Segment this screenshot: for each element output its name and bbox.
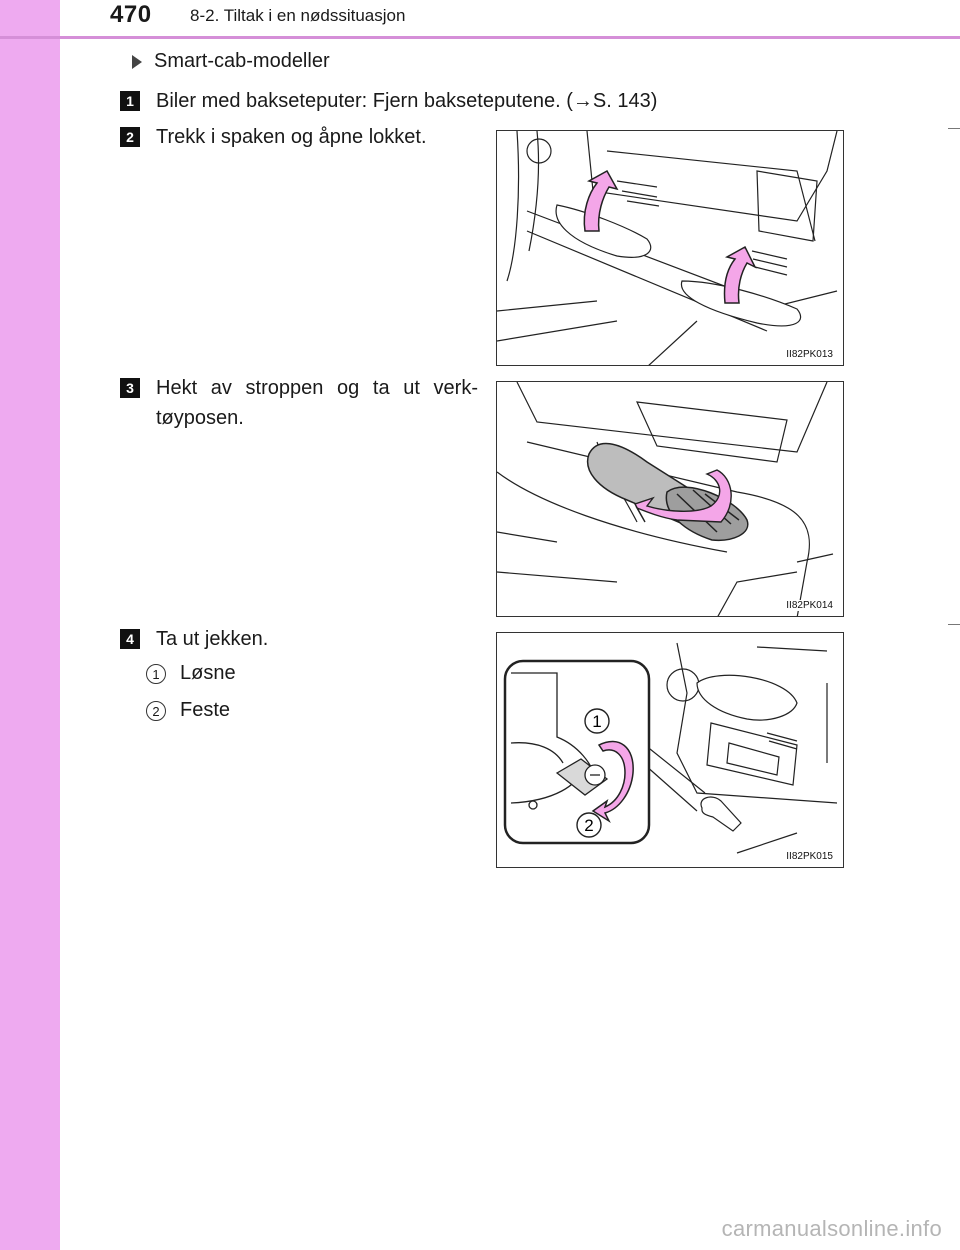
figure-code: II82PK014 bbox=[784, 600, 835, 611]
step-text-3: Hekt av stroppen og ta ut verk-tøyposen. bbox=[156, 377, 478, 429]
variant-heading: Smart-cab-modeller bbox=[132, 50, 330, 73]
step-number-3: 3 bbox=[120, 378, 140, 398]
page-number: 470 bbox=[110, 1, 152, 28]
variant-label: Smart-cab-modeller bbox=[154, 50, 330, 72]
figure-code: II82PK015 bbox=[784, 851, 835, 862]
illustration-tool-bag bbox=[497, 382, 834, 616]
step-number-4: 4 bbox=[120, 629, 140, 649]
crop-mark bbox=[948, 128, 960, 129]
page-header bbox=[0, 0, 960, 38]
step-text-4: Ta ut jekken. bbox=[156, 628, 269, 650]
sub-item-1: 1 Løsne bbox=[146, 662, 236, 685]
figure-code: II82PK013 bbox=[784, 349, 835, 360]
circled-number-1: 1 bbox=[146, 663, 166, 684]
callout-1: 1 bbox=[592, 712, 601, 731]
sub-item-2: 2 Feste bbox=[146, 699, 230, 722]
crop-mark bbox=[948, 624, 960, 625]
section-title: 8-2. Tiltak i en nødssituasjon bbox=[190, 6, 406, 25]
step-text-1: Biler med bakseteputer: Fjern bakseteput… bbox=[156, 90, 658, 112]
figure-jack: 1 2 II82PK015 bbox=[496, 632, 844, 868]
illustration-lids bbox=[497, 131, 838, 365]
sub-item-text-1: Løsne bbox=[180, 662, 236, 684]
header-rule bbox=[0, 36, 960, 39]
side-color-strip bbox=[0, 0, 60, 1250]
figure-tool-bag: II82PK014 bbox=[496, 381, 844, 617]
watermark: carmanualsonline.info bbox=[721, 1216, 942, 1241]
step-text-2: Trekk i spaken og åpne lokket. bbox=[156, 126, 427, 148]
circled-number-2: 2 bbox=[146, 700, 166, 721]
callout-2: 2 bbox=[584, 816, 593, 835]
illustration-jack: 1 2 bbox=[503, 642, 838, 854]
figure-lids: II82PK013 bbox=[496, 130, 844, 366]
sub-item-text-2: Feste bbox=[180, 699, 231, 721]
triangle-bullet-icon bbox=[132, 54, 142, 69]
step-number-2: 2 bbox=[120, 127, 140, 147]
step-number-1: 1 bbox=[120, 91, 140, 111]
